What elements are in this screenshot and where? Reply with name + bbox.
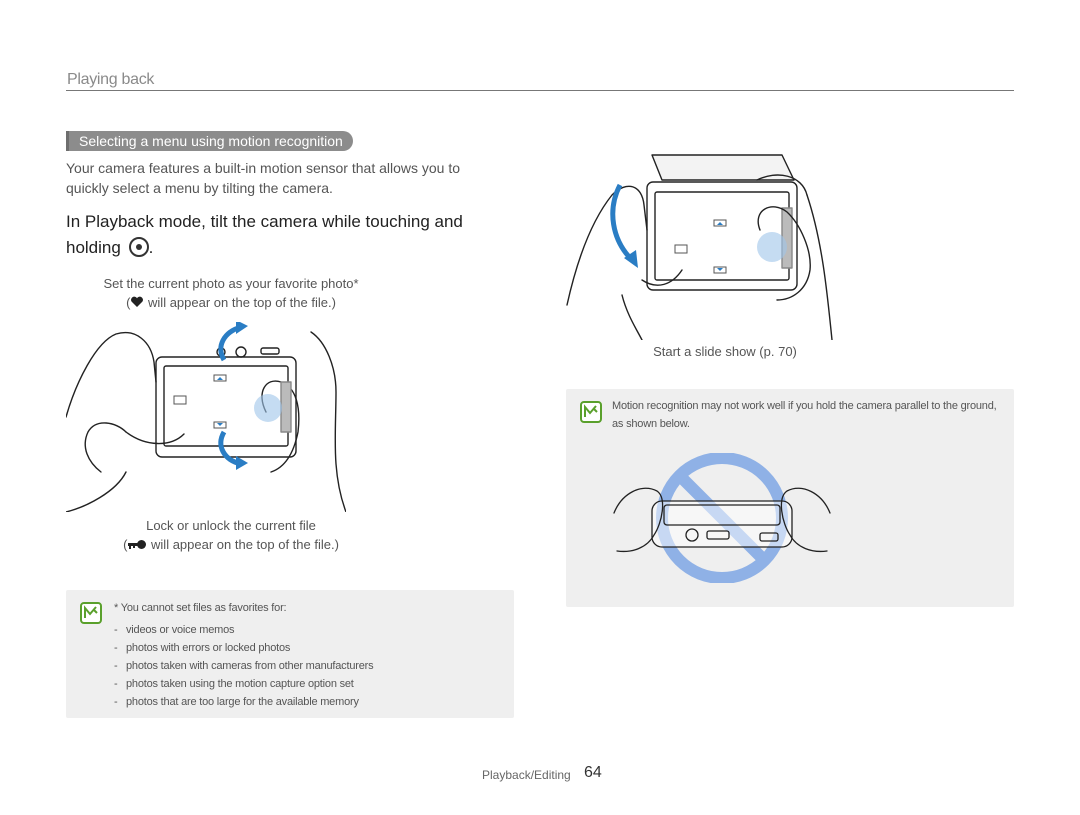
note-icon <box>80 602 102 624</box>
lock-caption-line2: will appear on the top of the file.) <box>151 537 339 552</box>
tilt-slideshow-illustration <box>566 154 833 340</box>
lock-caption-line2-wrap: ( will appear on the top of the file.) <box>66 537 396 552</box>
favorite-caption-line2: will appear on the top of the file.) <box>148 295 336 310</box>
list-item: photos that are too large for the availa… <box>114 693 504 711</box>
motion-sensor-icon <box>128 237 149 257</box>
step-end: . <box>148 238 154 257</box>
section-title: Playing back <box>67 71 155 88</box>
note-list: videos or voice memos photos with errors… <box>114 621 504 711</box>
lock-caption: Lock or unlock the current file ( will a… <box>66 518 396 552</box>
page-number: 64 <box>584 764 602 781</box>
note-box-motion-warning: Motion recognition may not work well if … <box>566 389 1014 607</box>
step-text: In Playback mode, tilt the camera while … <box>66 212 463 257</box>
favorite-caption: Set the current photo as your favorite p… <box>66 276 396 310</box>
list-item: photos with errors or locked photos <box>114 639 504 657</box>
header-rule <box>66 90 1014 91</box>
open-paren: ( <box>126 295 131 310</box>
note-warning-text: Motion recognition may not work well if … <box>612 400 997 430</box>
note-icon <box>580 401 602 423</box>
intro-paragraph: Your camera features a built-in motion s… <box>66 160 461 196</box>
note-intro: * You cannot set files as favorites for: <box>114 602 287 614</box>
list-item: videos or voice memos <box>114 621 504 639</box>
favorite-caption-line1: Set the current photo as your favorite p… <box>103 276 359 291</box>
list-item: photos taken with cameras from other man… <box>114 657 504 675</box>
list-item: photos taken using the motion capture op… <box>114 675 504 693</box>
step-instruction: In Playback mode, tilt the camera while … <box>66 209 486 261</box>
key-icon <box>128 540 147 549</box>
lock-caption-line1: Lock or unlock the current file <box>146 518 316 533</box>
tilt-vertical-illustration <box>66 322 346 512</box>
camera-parallel-prohibited-illustration <box>613 453 831 583</box>
subheading: Selecting a menu using motion recognitio… <box>66 131 353 151</box>
heart-icon <box>131 296 144 307</box>
slideshow-caption: Start a slide show (p. 70) <box>653 344 797 359</box>
open-paren: ( <box>123 537 128 552</box>
footer-section-label: Playback/Editing <box>482 768 571 782</box>
note-box-favorites: * You cannot set files as favorites for:… <box>66 590 514 718</box>
favorite-caption-line2-wrap: ( will appear on the top of the file.) <box>66 295 396 310</box>
